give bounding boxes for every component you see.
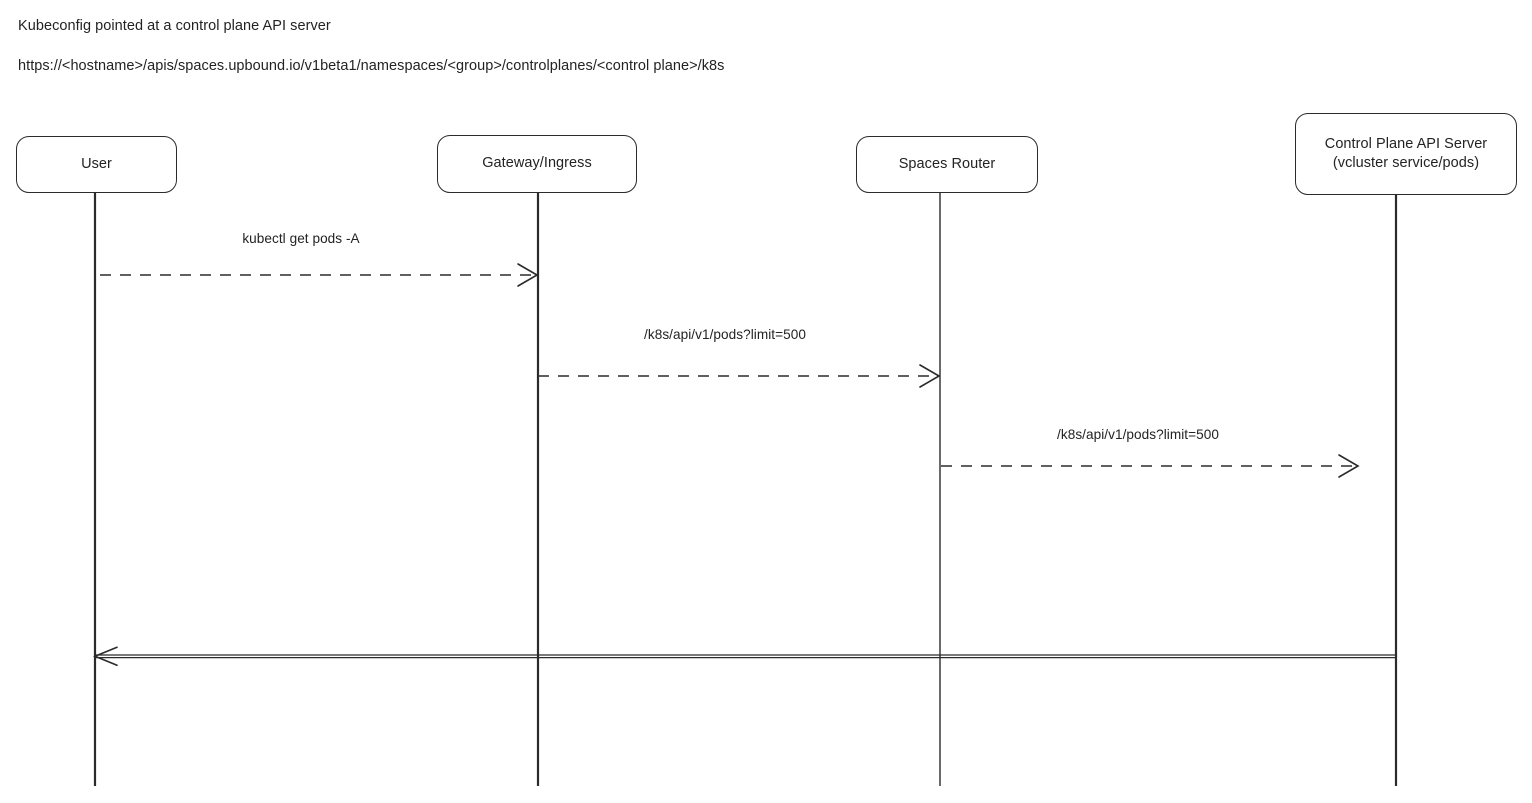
- diagram-title: Kubeconfig pointed at a control plane AP…: [18, 18, 331, 34]
- participant-label-line: Control Plane API Server: [1324, 135, 1488, 152]
- message-arrow-m4[interactable]: [92, 646, 1396, 667]
- participant-label-line: Gateway/Ingress: [482, 155, 592, 172]
- participant-label-user: User: [81, 155, 112, 174]
- participant-label-line: (vcluster service/pods): [1332, 155, 1480, 171]
- participant-box-user[interactable]: User: [16, 136, 177, 193]
- message-label-m2: /k8s/api/v1/pods?limit=500: [644, 327, 806, 342]
- participant-label-gateway: Gateway/Ingress: [482, 154, 592, 173]
- diagram-subtitle-url: https://<hostname>/apis/spaces.upbound.i…: [18, 58, 725, 74]
- participant-label-apiserver: Control Plane API Server (vcluster servic…: [1325, 135, 1487, 173]
- arrowhead: [517, 263, 539, 287]
- lifelines-group: [93, 193, 1398, 786]
- participant-box-router[interactable]: Spaces Router: [856, 136, 1038, 193]
- message-label-m1: kubectl get pods -A: [242, 231, 360, 246]
- participant-box-apiserver[interactable]: Control Plane API Server (vcluster servic…: [1295, 113, 1517, 195]
- arrowhead: [92, 646, 118, 667]
- message-arrow-m3[interactable]: [941, 454, 1360, 478]
- arrowhead: [1338, 454, 1360, 478]
- participant-label-line: Spaces Router: [898, 155, 996, 172]
- arrowhead: [919, 364, 941, 388]
- message-arrow-m2[interactable]: [538, 364, 941, 388]
- message-arrows-group: [92, 263, 1396, 667]
- message-arrow-m1[interactable]: [100, 263, 539, 287]
- participant-box-gateway[interactable]: Gateway/Ingress: [437, 135, 637, 193]
- message-label-m3: /k8s/api/v1/pods?limit=500: [1057, 427, 1219, 442]
- participant-label-line: User: [81, 155, 112, 172]
- participant-label-router: Spaces Router: [899, 155, 996, 174]
